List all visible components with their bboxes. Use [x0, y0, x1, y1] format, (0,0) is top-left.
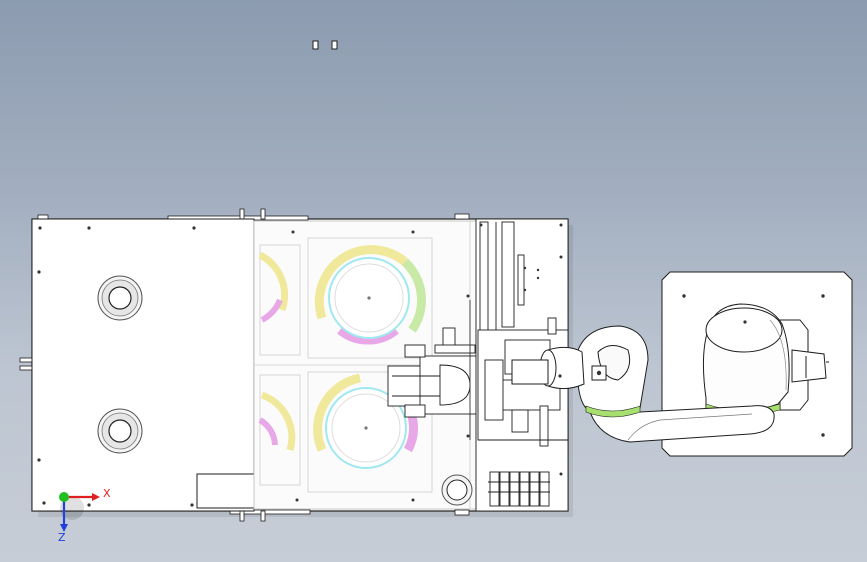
x-axis-arrowhead	[92, 493, 100, 501]
coordinate-triad: X Z	[58, 487, 111, 544]
left-cover-panel[interactable]	[31, 218, 284, 512]
dial-upper[interactable]	[314, 245, 426, 345]
gripper-mechanism[interactable]	[387, 300, 479, 440]
mounting-screws	[291, 230, 470, 502]
y-axis-dot	[59, 492, 69, 502]
dial-lower[interactable]	[313, 373, 418, 469]
dial-partial-upper	[258, 251, 289, 323]
robot-base[interactable]	[702, 303, 829, 416]
z-axis-label: Z	[58, 531, 66, 544]
x-axis-label: X	[103, 487, 111, 500]
port-upper[interactable]	[97, 275, 143, 321]
floating-bracket-pair	[312, 40, 338, 50]
terminal-block-row	[488, 471, 550, 507]
port-lower[interactable]	[97, 408, 143, 454]
robot-end-effector[interactable]	[511, 346, 585, 390]
round-button[interactable]	[441, 474, 473, 506]
z-axis-arrowhead	[60, 524, 68, 532]
robot-wrist-joint[interactable]	[576, 325, 649, 418]
dial-partial-lower	[258, 391, 296, 451]
